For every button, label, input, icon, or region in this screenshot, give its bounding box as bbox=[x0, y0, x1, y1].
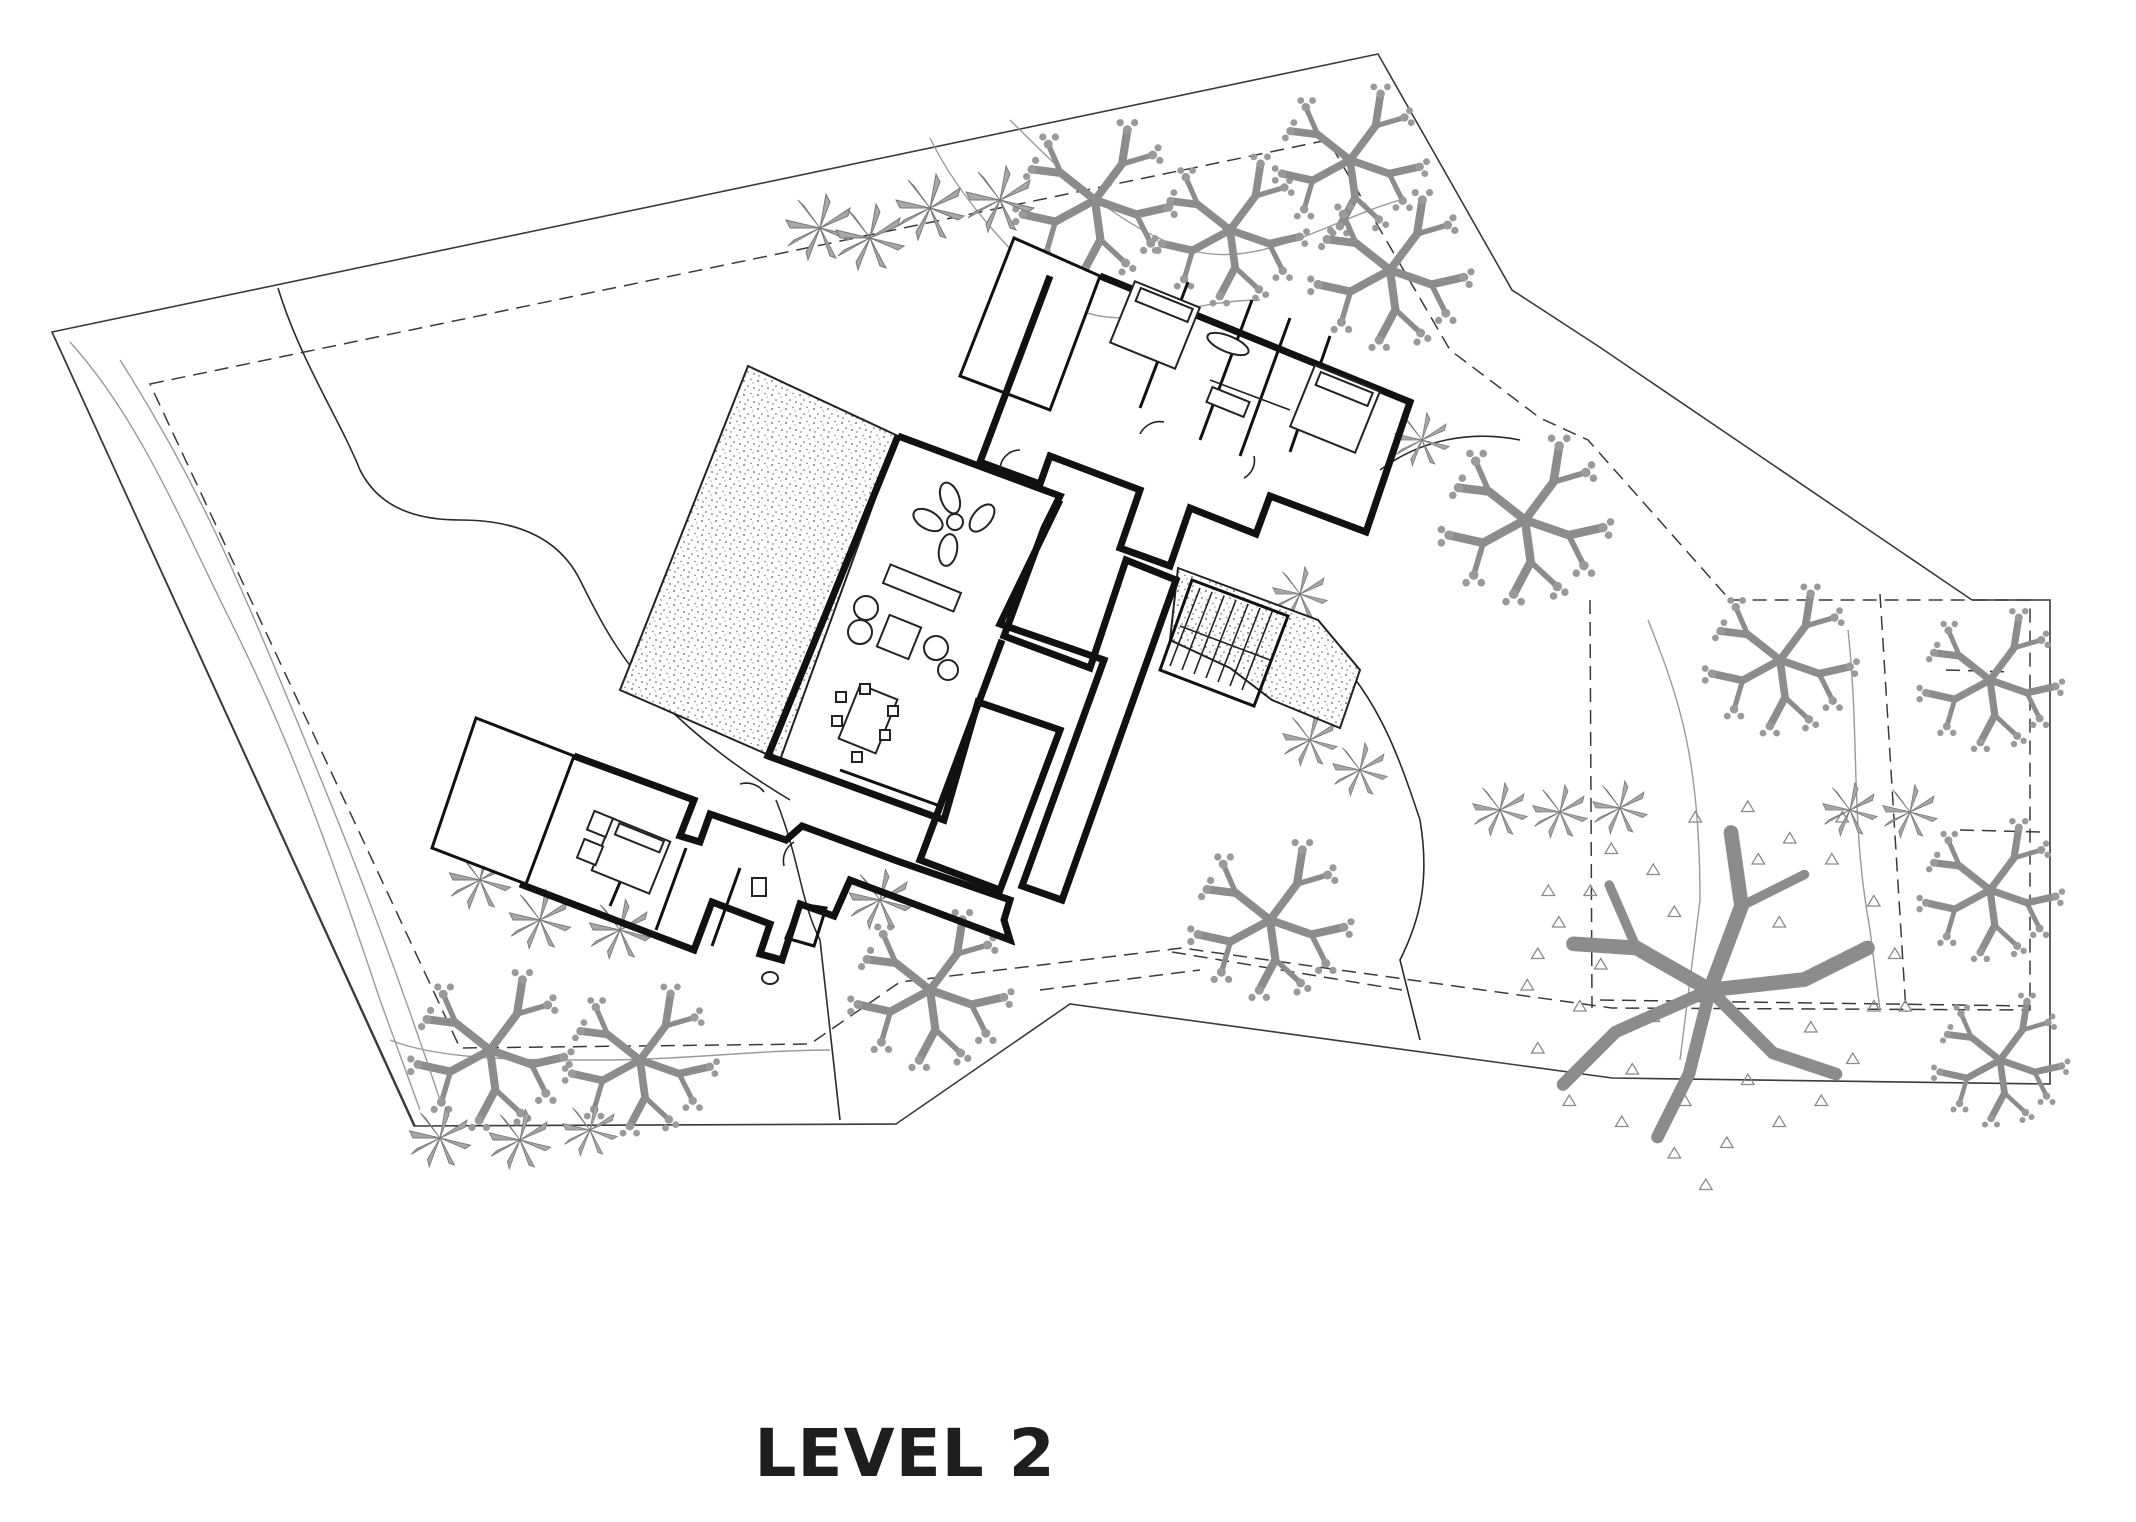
tree-icon bbox=[407, 969, 574, 1131]
south-wing-walls bbox=[518, 752, 1016, 965]
dining-table-icon bbox=[831, 683, 899, 763]
palm-icon bbox=[562, 1102, 618, 1156]
stair-icon bbox=[1158, 578, 1290, 708]
tree-icon bbox=[1916, 818, 2065, 962]
tree-icon bbox=[1702, 584, 1860, 737]
setback-line bbox=[148, 139, 2041, 1049]
palm-icon bbox=[1472, 782, 1528, 836]
gravel-strip bbox=[1168, 566, 1362, 730]
bed-icon bbox=[590, 817, 672, 895]
palm-icon bbox=[1532, 784, 1588, 838]
vanity-icon bbox=[1205, 385, 1251, 419]
palm-icon bbox=[408, 1106, 472, 1168]
north-wing-walls bbox=[975, 272, 1415, 571]
sink-icon bbox=[761, 971, 779, 985]
bed-icon bbox=[1108, 279, 1202, 371]
palm-icon bbox=[488, 1108, 552, 1170]
large-tree-icon bbox=[1521, 801, 1912, 1190]
palm-icon bbox=[1592, 780, 1648, 834]
chair-icon bbox=[585, 809, 615, 839]
site-boundary bbox=[50, 53, 2051, 1127]
bed-icon bbox=[1288, 363, 1382, 455]
lounge-chairs bbox=[912, 481, 996, 567]
palm-icon bbox=[895, 173, 965, 241]
sofa-icon bbox=[847, 563, 963, 681]
building-plan bbox=[430, 235, 1415, 985]
tree-icon bbox=[1272, 84, 1430, 237]
living-walls bbox=[896, 432, 1181, 905]
tree-icon bbox=[1187, 839, 1354, 1001]
terrain-contours bbox=[69, 119, 1881, 1121]
palm-icon bbox=[1882, 784, 1938, 838]
drawing-title: LEVEL 2 bbox=[754, 1415, 1056, 1492]
tree-icon bbox=[1916, 608, 2065, 752]
palm-icon bbox=[1332, 742, 1388, 796]
bathtub-icon bbox=[1206, 331, 1250, 357]
tree-icon bbox=[1438, 435, 1615, 606]
palm-icon bbox=[1822, 782, 1878, 836]
toilet-icon bbox=[751, 877, 767, 897]
chair-icon bbox=[575, 837, 605, 867]
south-deck bbox=[430, 716, 576, 886]
door-swings bbox=[739, 420, 1256, 867]
tree-icon bbox=[1307, 189, 1474, 351]
